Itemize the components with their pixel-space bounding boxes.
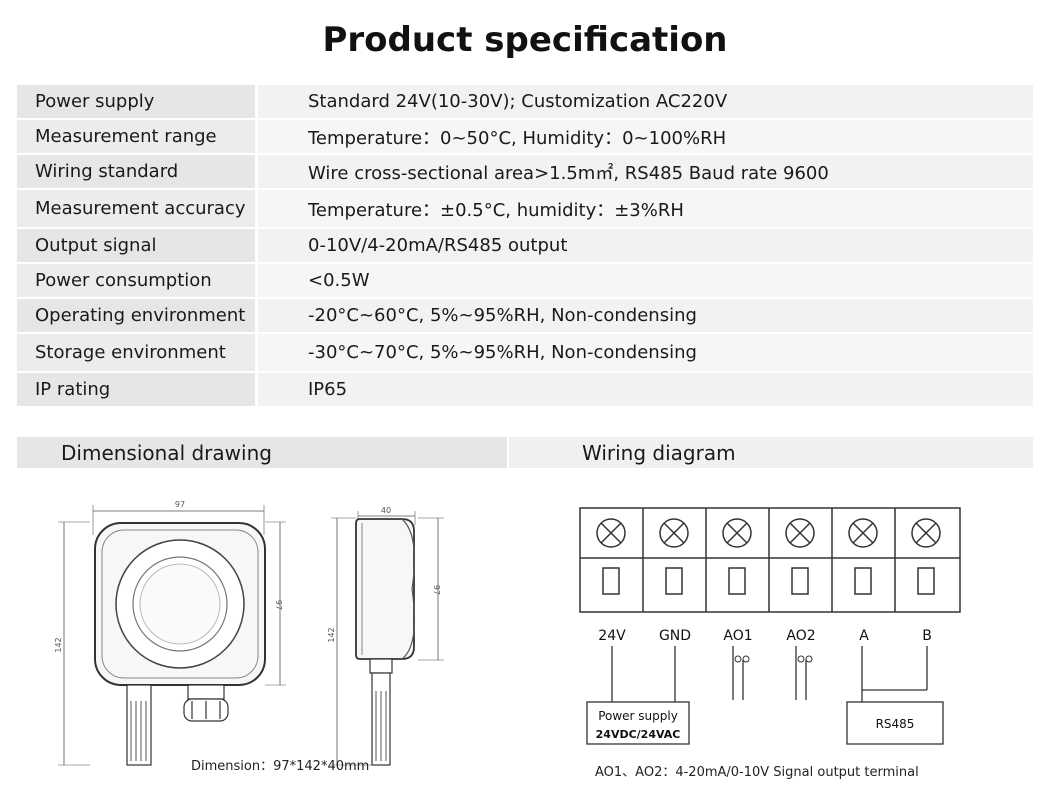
- terminal-label-gnd: GND: [659, 628, 691, 644]
- spec-row: Storage environment-30°C~70°C, 5%~95%RH,…: [17, 334, 1033, 373]
- spec-row: Operating environment-20°C~60°C, 5%~95%R…: [17, 299, 1033, 334]
- terminal-label-ao1: AO1: [723, 628, 752, 644]
- spec-label: Wiring standard: [17, 155, 258, 188]
- terminal-screw-icon: [848, 518, 878, 548]
- terminal-screw-icon: [911, 518, 941, 548]
- spec-label: Operating environment: [17, 299, 258, 332]
- terminal-label-ao2: AO2: [786, 628, 815, 644]
- spec-value: Standard 24V(10-30V); Customization AC22…: [258, 85, 1033, 118]
- wiring-diagram: 24V GND AO1 AO2 A B Power supply 24VDC/2…: [579, 507, 961, 745]
- power-supply-box: [586, 701, 690, 745]
- dimensional-drawing: 97 142 97 40 142 97: [54, 500, 444, 766]
- terminal-block: [642, 508, 896, 612]
- spec-value: -20°C~60°C, 5%~95%RH, Non-condensing: [258, 299, 1033, 332]
- spec-value: 0-10V/4-20mA/RS485 output: [258, 229, 1033, 262]
- side-height-total-label: 142: [327, 627, 336, 642]
- spec-value: IP65: [258, 373, 1033, 406]
- spec-label: Measurement range: [17, 120, 258, 153]
- dimensional-drawing-heading: Dimensional drawing: [17, 437, 507, 468]
- rs485-box: [846, 701, 944, 745]
- spec-label: Output signal: [17, 229, 258, 262]
- page-title: Product specification: [322, 20, 728, 60]
- spec-label: Power supply: [17, 85, 258, 118]
- spec-value: Wire cross-sectional area>1.5m㎡, RS485 B…: [258, 155, 1033, 188]
- spec-label: Storage environment: [17, 334, 258, 371]
- spec-value: Temperature：0~50°C, Humidity：0~100%RH: [258, 120, 1033, 153]
- wiring-diagram-heading: Wiring diagram: [509, 437, 1033, 468]
- rs485-label: RS485: [876, 717, 915, 731]
- spec-value: Temperature：±0.5°C, humidity：±3%RH: [258, 190, 1033, 227]
- wiring-caption: AO1、AO2：4-20mA/0-10V Signal output termi…: [595, 765, 919, 780]
- width-dimension-label: 97: [175, 500, 185, 509]
- power-supply-voltage-label: 24VDC/24VAC: [596, 728, 681, 741]
- spec-label: Power consumption: [17, 264, 258, 297]
- terminal-screw-icon: [785, 518, 815, 548]
- cable-gland: [183, 684, 229, 722]
- terminal-label-b: B: [922, 628, 932, 644]
- spec-label: Measurement accuracy: [17, 190, 258, 227]
- terminal-screw-icon: [659, 518, 689, 548]
- dimension-caption: Dimension：97*142*40mm: [191, 759, 370, 774]
- side-height-body-label: 97: [432, 585, 441, 595]
- spec-row: Power consumption<0.5W: [17, 264, 1033, 299]
- terminal-screw-icon: [722, 518, 752, 548]
- height-total-dimension-label: 142: [54, 637, 63, 652]
- height-body-dimension-label: 97: [274, 600, 283, 610]
- spec-value: <0.5W: [258, 264, 1033, 297]
- spec-value: -30°C~70°C, 5%~95%RH, Non-condensing: [258, 334, 1033, 371]
- sensor-side-body: [355, 518, 415, 660]
- spec-label: IP rating: [17, 373, 258, 406]
- terminal-label-24v: 24V: [598, 628, 626, 644]
- terminal-label-a: A: [859, 628, 869, 644]
- depth-dimension-label: 40: [381, 506, 391, 515]
- terminal-screw-icon: [596, 518, 626, 548]
- power-supply-label: Power supply: [598, 709, 678, 723]
